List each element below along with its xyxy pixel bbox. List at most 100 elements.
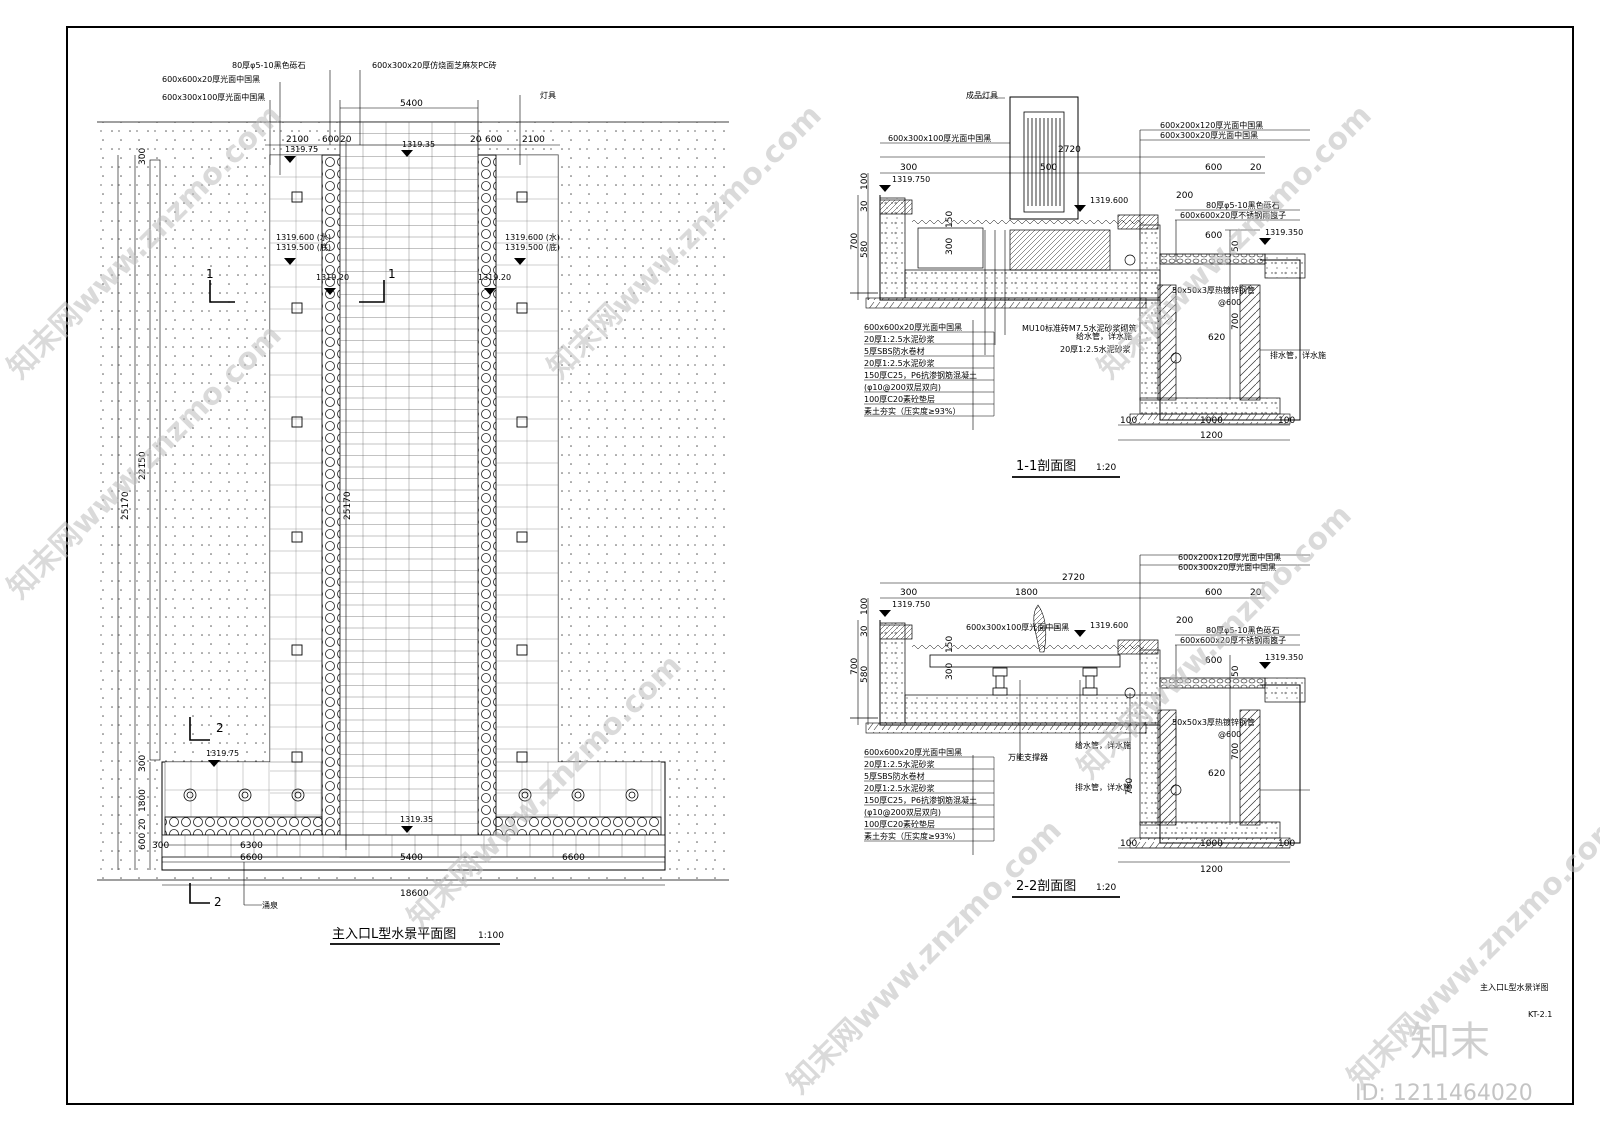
s1Layers-layer-3: 20厚1:2.5水泥砂浆 [864,358,935,368]
s1-d700: 700 [850,233,860,250]
s1Layers-layer-5: (φ10@200双层双向) [864,382,941,392]
dim-left-v: 25170 [121,491,131,520]
s1-elev-a: 1319.750 [892,175,930,184]
s2-right-label-0: 80厚φ5-10黑色砾石 [1206,625,1280,635]
plan-view: 80厚φ5-10黑色砾石 600x600x20厚光面中国黑 600x300x10… [97,60,729,945]
s1-lamp-label: 成品灯具 [966,90,998,100]
s1-d50: 50 [1231,240,1241,252]
s1-top-label-0: 600x300x100厚光面中国黑 [888,133,991,143]
s1Layers-layer-6: 100厚C20素砼垫层 [864,394,935,404]
s2-d20: 20 [1250,588,1262,598]
s1-d150: 150 [945,211,955,228]
s1-elev-c: 1319.350 [1265,228,1303,237]
dim-right-2100: 2100 [522,135,545,145]
dim-center-v: 25170 [343,491,353,520]
plan-title: 主入口L型水景平面图 [332,927,456,942]
s1-d1000: 1000 [1200,416,1223,426]
s2-right-label-1: 600x600x20厚不锈钢雨篦子 [1180,635,1286,645]
s1-d200: 200 [1176,191,1193,201]
s1-title: 1-1剖面图 [1016,459,1076,474]
s2-d300: 300 [900,588,917,598]
s1-d100: 100 [860,173,870,190]
elev-e5: 1319.600 (水) [505,232,560,242]
s2-d620: 620 [1208,769,1225,779]
s2-d600b: 600 [1205,656,1222,666]
dim-bot-6600l: 6600 [240,853,263,863]
s2Layers-layer-5: (φ10@200双层双向) [864,807,941,817]
s1Layers-layer-7: 素土夯实（压实度≥93%） [864,406,960,416]
label-pave2: 600x300x100厚光面中国黑 [162,92,265,102]
s1Layers-layer-2: 5厚SBS防水卷材 [864,346,925,356]
s1-d600: 600 [1205,163,1222,173]
label-pc: 600x300x20厚仿烧面芝麻灰PC砖 [372,60,497,70]
section-1-1: 成品灯具 600x300x100厚光面中国黑 600x200x120厚光面中国黑… [850,90,1326,478]
s2-top-label-1: 600x300x20厚光面中国黑 [1178,562,1276,572]
s2-pave: 600x300x100厚光面中国黑 [966,622,1069,632]
section-mark-2-top: 2 [216,721,224,735]
s2-d700: 700 [850,658,860,675]
watermark-text-6: 知末网www.znzmo.com [1071,498,1359,786]
s1-d580: 580 [860,241,870,258]
s2-d580: 580 [860,666,870,683]
dim-left-v2: 22150 [138,451,148,480]
elev-e9: 1319.75 [206,749,239,758]
s1-d700b: 700 [1231,313,1241,330]
s1-scale: 1:20 [1096,463,1116,473]
s1-d620: 620 [1208,333,1225,343]
dim-bot-6600r: 6600 [562,853,585,863]
elev-e10: 1319.35 [400,815,433,824]
s2Layers-layer-0: 600x600x20厚光面中国黑 [864,747,962,757]
dim-left-300: 300 [138,148,148,165]
s1-pipe-sp: @600 [1218,298,1241,307]
dim-left-600: 600 [322,135,339,145]
elev-e7: 1319.20 [316,273,349,282]
s1-d300: 300 [900,163,917,173]
sheet-border [66,26,1574,1105]
s1-d500: 500 [1040,163,1057,173]
dim-left-2100: 2100 [286,135,309,145]
s2-d600: 600 [1205,588,1222,598]
s2-d100: 100 [860,598,870,615]
s2Layers-layer-2: 5厚SBS防水卷材 [864,771,925,781]
s2Layers-layer-1: 20厚1:2.5水泥砂浆 [864,759,935,769]
s1Layers-layer-4: 150厚C25，P6抗渗钢筋混凝土 [864,370,977,380]
s2-d1800: 1800 [1015,588,1038,598]
s1-elev-b: 1319.600 [1090,196,1128,205]
s1-right-label-0: 80厚φ5-10黑色砾石 [1206,200,1280,210]
label-gravel: 80厚φ5-10黑色砾石 [232,60,306,70]
s1Layers-layer-1: 20厚1:2.5水泥砂浆 [864,334,935,344]
watermark-text-7: 知末网www.znzmo.com [781,813,1069,1101]
s2Layers-layer-3: 20厚1:2.5水泥砂浆 [864,783,935,793]
dim-bot-6300: 6300 [240,841,263,851]
s2-d1200: 1200 [1200,865,1223,875]
dim-top-center: 5400 [400,99,423,109]
s2-d750: 750 [1125,778,1135,795]
section-mark-1-right: 1 [388,267,396,281]
dim-bot-600: 600 [138,833,148,850]
section-mark-2-bottom: 2 [214,895,222,909]
watermark-id: ID: 1211464020 [1355,1081,1533,1106]
dim-bot-18600: 18600 [400,889,429,899]
watermark-brand: 知末 [1410,1019,1490,1065]
s2-d2720: 2720 [1062,573,1085,583]
dim-bot-300b: 300 [152,841,169,851]
s2-d1000: 1000 [1200,839,1223,849]
elev-e1: 1319.75 [285,145,318,154]
s2-d100c: 100 [1278,839,1295,849]
s1Layers-layer-0: 600x600x20厚光面中国黑 [864,322,962,332]
label-lamp: 灯具 [540,90,556,100]
s2-title: 2-2剖面图 [1016,879,1076,894]
title-block-name: 主入口L型水景详图 [1480,982,1548,992]
s2-inlet: 给水管，详水施 [1075,740,1131,750]
s2-drain: 排水管，详水施 [1075,782,1131,792]
s2-pipe: 50x50x3厚热镀锌钢管 [1172,717,1255,727]
s1-d30: 30 [860,200,870,212]
dim-bot-300: 300 [138,755,148,772]
s1-mortar2: 20厚1:2.5水泥砂浆 [1060,344,1131,354]
s2-support: 万能支撑器 [1008,752,1048,762]
label-spring: 涌泉 [262,900,278,910]
s1-top-label-1: 600x200x120厚光面中国黑 [1160,120,1263,130]
s2-d300b: 300 [945,663,955,680]
s1-d2720: 2720 [1058,145,1081,155]
dim-bot-5400: 5400 [400,853,423,863]
